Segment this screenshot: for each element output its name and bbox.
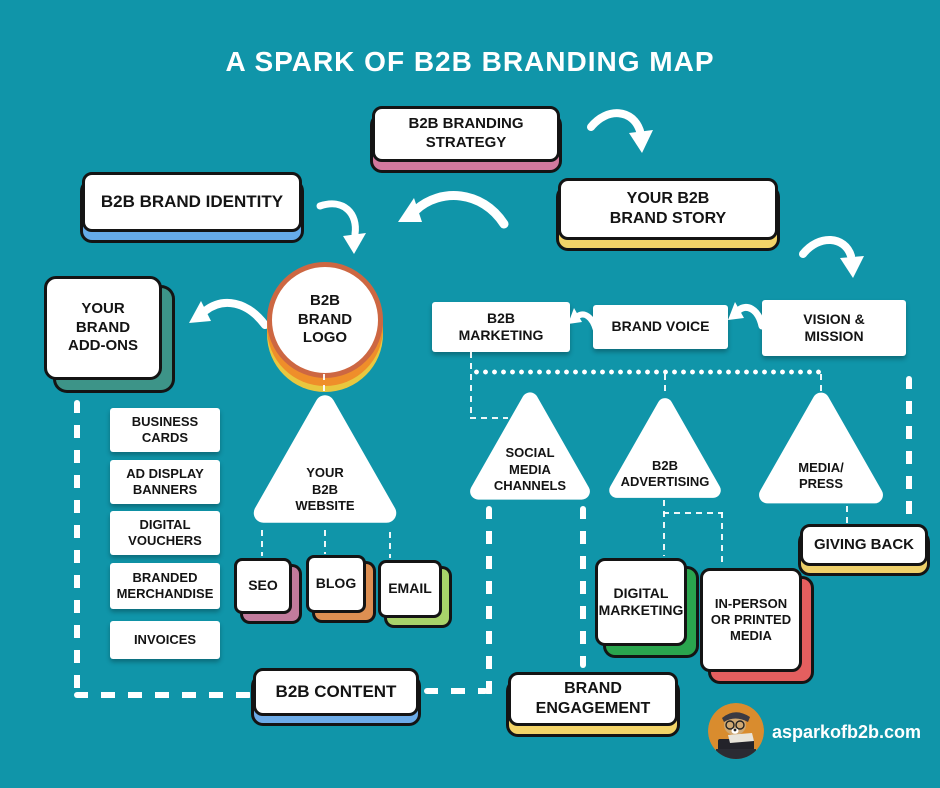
node-label: DIGITAL VOUCHERS [128, 516, 202, 548]
dashed-connector [663, 500, 665, 556]
node-b2b-brand-identity: B2B BRAND IDENTITY [82, 172, 302, 232]
node-digital-marketing: DIGITAL MARKETING [595, 558, 687, 646]
dashed-connector [389, 532, 391, 558]
node-email: EMAIL [378, 560, 442, 618]
node-label: YOUR BRAND ADD-ONS [68, 299, 138, 355]
node-label: GIVING BACK [813, 535, 914, 553]
node-your-brand-add-ons: YOUR BRAND ADD-ONS [44, 276, 162, 380]
node-giving-back: GIVING BACK [800, 524, 928, 566]
node-your-b2b-website: YOUR B2B WEBSITE [250, 390, 400, 528]
dog-typewriter-logo-icon [708, 703, 764, 759]
brand-avatar [708, 703, 764, 759]
node-blog: BLOG [306, 555, 366, 613]
dashed-connector [470, 352, 472, 418]
node-label: BRAND VOICE [611, 318, 710, 335]
node-label: B2B MARKETING [458, 309, 544, 344]
node-label: YOUR B2B WEBSITE [295, 465, 355, 513]
triangle-shape [470, 392, 590, 500]
node-label: B2B CONTENT [275, 682, 397, 702]
node-b2b-advertising: B2B ADVERTISING [597, 394, 733, 502]
dashed-connector [846, 506, 848, 524]
node-media-press: MEDIA/ PRESS [754, 388, 888, 508]
dashed-connector [664, 374, 666, 396]
node-in-person-or-printed-media: IN-PERSON OR PRINTED MEDIA [700, 568, 802, 672]
node-label: BRAND ENGAGEMENT [535, 680, 651, 717]
node-label: SOCIAL MEDIA CHANNELS [493, 445, 567, 493]
dashed-connector [486, 506, 492, 696]
node-label: B2B BRAND LOGO [297, 291, 353, 347]
node-label: BLOG [315, 575, 357, 592]
page-title: A SPARK OF B2B BRANDING MAP [225, 46, 715, 77]
dashed-connector [324, 530, 326, 554]
dashed-connector [580, 506, 586, 668]
triangle-shape [609, 398, 721, 498]
node-branded-merchandise: BRANDED MERCHANDISE [110, 563, 220, 609]
dashed-connector [74, 692, 252, 698]
node-label: B2B BRANDING STRATEGY [408, 115, 524, 151]
node-social-media-channels: SOCIAL MEDIA CHANNELS [460, 388, 600, 504]
dashed-connector [261, 530, 263, 556]
dashed-connector [470, 417, 508, 419]
logo-circle: B2B BRAND LOGO [267, 262, 383, 378]
node-label: VISION & MISSION [803, 310, 865, 345]
node-label: IN-PERSON OR PRINTED MEDIA [710, 595, 792, 644]
dotted-connector [472, 369, 824, 375]
node-label: YOUR B2B BRAND STORY [609, 190, 727, 227]
node-digital-vouchers: DIGITAL VOUCHERS [110, 511, 220, 555]
dashed-connector [74, 400, 80, 694]
node-b2b-brand-logo: B2B BRAND LOGO [267, 262, 383, 392]
node-vision-mission: VISION & MISSION [762, 300, 906, 356]
curved-arrow-icon [189, 299, 269, 329]
node-seo: SEO [234, 558, 292, 614]
node-label: INVOICES [133, 631, 197, 647]
node-b2b-content: B2B CONTENT [253, 668, 419, 716]
node-label: DIGITAL MARKETING [598, 584, 684, 619]
curved-arrow-icon [728, 302, 766, 330]
dashed-connector [820, 374, 822, 392]
node-label: B2B BRAND IDENTITY [100, 192, 284, 212]
node-label: SEO [248, 577, 278, 594]
node-brand-engagement: BRAND ENGAGEMENT [508, 672, 678, 726]
node-your-b2b-brand-story: YOUR B2B BRAND STORY [558, 178, 778, 240]
node-b2b-marketing: B2B MARKETING [432, 302, 570, 352]
node-brand-voice: BRAND VOICE [593, 305, 728, 349]
node-label: MEDIA/ PRESS [798, 459, 844, 491]
website-url: asparkofb2b.com [772, 722, 922, 742]
node-label: EMAIL [388, 580, 432, 597]
curved-arrow-icon [316, 200, 366, 254]
dashed-connector [323, 374, 325, 396]
node-invoices: INVOICES [110, 621, 220, 659]
node-ad-display-banners: AD DISPLAY BANNERS [110, 460, 220, 504]
dashed-connector [721, 512, 723, 566]
curved-arrow-icon [398, 191, 509, 229]
dashed-connector [906, 376, 912, 522]
node-label: B2B ADVERTISING [620, 457, 710, 489]
triangle-shape [759, 392, 883, 504]
curved-arrow-icon [587, 109, 653, 153]
node-label: AD DISPLAY BANNERS [126, 465, 204, 497]
triangle-shape [253, 395, 397, 523]
dashed-connector [424, 688, 488, 694]
node-label: BUSINESS CARDS [131, 413, 199, 445]
dashed-connector [663, 512, 723, 514]
node-b2b-branding-strategy: B2B BRANDING STRATEGY [372, 106, 560, 162]
curved-arrow-icon [568, 308, 599, 333]
node-business-cards: BUSINESS CARDS [110, 408, 220, 452]
node-label: BRANDED MERCHANDISE [116, 569, 214, 601]
curved-arrow-icon [799, 236, 864, 278]
